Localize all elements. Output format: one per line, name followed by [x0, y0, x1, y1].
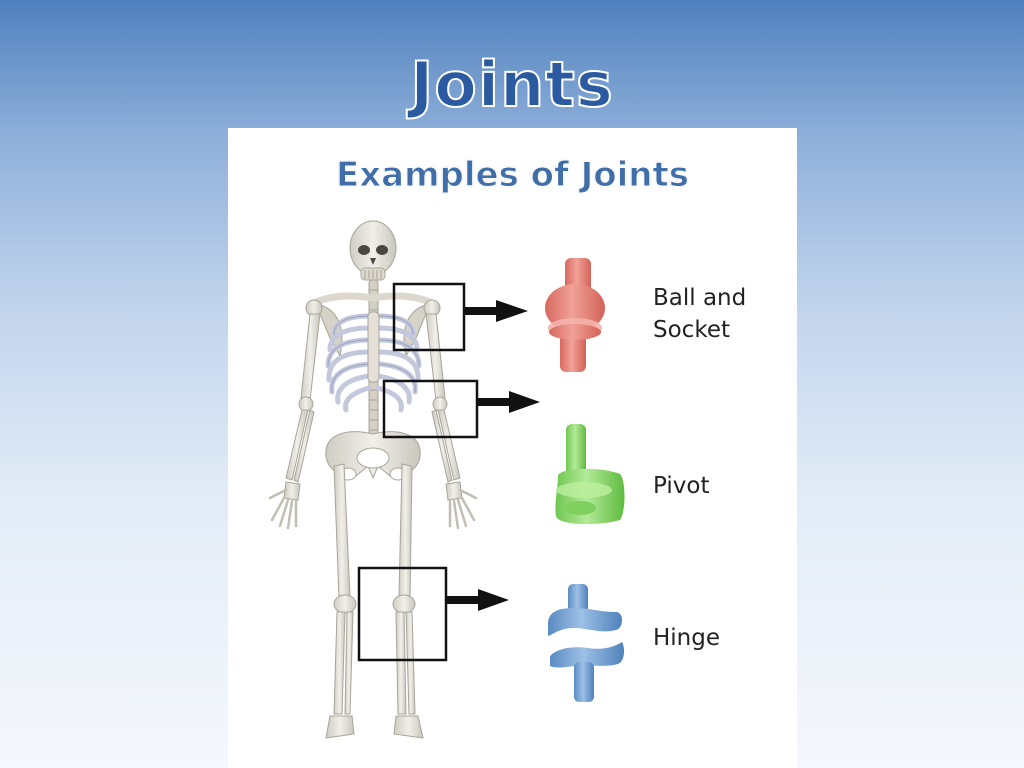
leg-bones: [325, 463, 424, 739]
hinge-label: Hinge: [653, 625, 721, 651]
neck-highlight-box: [382, 379, 479, 439]
shoulder-girdle: [305, 292, 441, 358]
pivot-arrow: [478, 391, 540, 413]
pivot-model: [555, 424, 625, 525]
figure-heading: Examples of Joints: [336, 155, 690, 195]
pivot-label: Pivot: [653, 473, 710, 499]
highlight-boxes: [357, 282, 479, 662]
pointer-arrows: [447, 300, 540, 611]
joints-figure: [268, 220, 625, 739]
ball-and-socket-label-line1: Ball and: [653, 285, 747, 311]
knee-highlight-box: [357, 566, 448, 662]
skeleton-illustration: [268, 220, 478, 739]
hinge-model: [548, 584, 625, 702]
hinge-arrow: [447, 589, 509, 611]
figure-panel: Examples of Joints Ball and Socket Pivot…: [228, 128, 797, 768]
ball-socket-arrow: [465, 300, 528, 322]
ball-and-socket-label-line2: Socket: [653, 317, 730, 343]
ball-and-socket-model: [545, 258, 605, 372]
shoulder-highlight-box: [392, 282, 466, 352]
skull: [349, 220, 397, 281]
slide-title: Joints: [409, 48, 614, 121]
arm-bones: [268, 313, 478, 530]
